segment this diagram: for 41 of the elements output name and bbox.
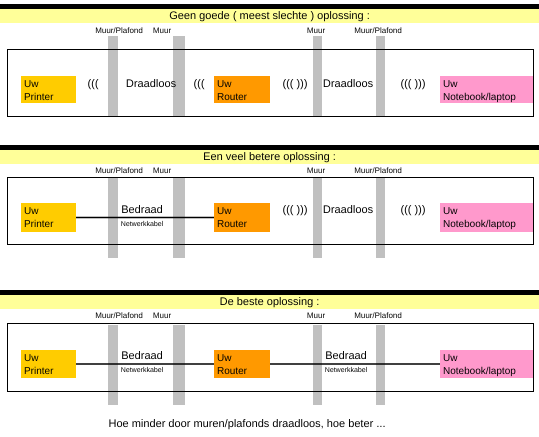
router-box: Uw Router bbox=[214, 350, 270, 378]
medium-label: Bedraad bbox=[121, 350, 163, 362]
signal-label: ((( ))) bbox=[400, 78, 426, 90]
wall-label: Muur/Plafond bbox=[354, 26, 402, 35]
notebook-box: Uw Notebook/laptop bbox=[440, 350, 533, 378]
router-box: Uw Router bbox=[214, 203, 270, 232]
wall-label: Muur/Plafond bbox=[354, 166, 402, 175]
wall-label: Muur bbox=[306, 311, 326, 320]
wall-label: Muur bbox=[152, 166, 172, 175]
printer-box: Uw Printer bbox=[21, 203, 76, 232]
heading-band: Een veel betere oplossing : bbox=[0, 145, 539, 164]
wall-label: Muur/Plafond bbox=[95, 166, 143, 175]
signal-label: ((( ))) bbox=[400, 204, 426, 216]
signal-label: ((( ))) bbox=[282, 78, 308, 90]
notebook-box: Uw Notebook/laptop bbox=[440, 203, 533, 232]
medium-label: Draadloos bbox=[322, 204, 374, 216]
wall-label: Muur/Plafond bbox=[354, 311, 402, 320]
wall-label: Muur bbox=[306, 166, 326, 175]
note-text: Hoe minder door muren/plafonds draadloos, hoe beter ... bbox=[108, 418, 386, 430]
scenario-frame bbox=[7, 49, 534, 117]
heading-band: De beste oplossing : bbox=[0, 290, 539, 309]
wall-label: Muur/Plafond bbox=[95, 311, 143, 320]
signal-label: ((( ))) bbox=[282, 204, 308, 216]
wall-label: Muur bbox=[152, 26, 172, 35]
printer-box: Uw Printer bbox=[21, 76, 76, 103]
medium-label: Draadloos bbox=[322, 78, 374, 90]
printer-box: Uw Printer bbox=[21, 350, 76, 378]
notebook-box: Uw Notebook/laptop bbox=[440, 76, 533, 103]
cable-line bbox=[76, 363, 214, 365]
scenario-frame bbox=[7, 177, 534, 245]
medium-label: Bedraad bbox=[121, 204, 163, 216]
medium-label: Draadloos bbox=[126, 78, 176, 90]
cable-line bbox=[76, 216, 214, 218]
heading-band: Geen goede ( meest slechte ) oplossing : bbox=[0, 4, 539, 23]
wall-label: Muur bbox=[306, 26, 326, 35]
medium-label: Bedraad bbox=[325, 350, 367, 362]
signal-label: ((( bbox=[88, 78, 98, 90]
wall-label: Muur bbox=[152, 311, 172, 320]
wall-label: Muur/Plafond bbox=[95, 26, 143, 35]
scenario-frame bbox=[7, 323, 534, 392]
router-box: Uw Router bbox=[214, 76, 270, 103]
